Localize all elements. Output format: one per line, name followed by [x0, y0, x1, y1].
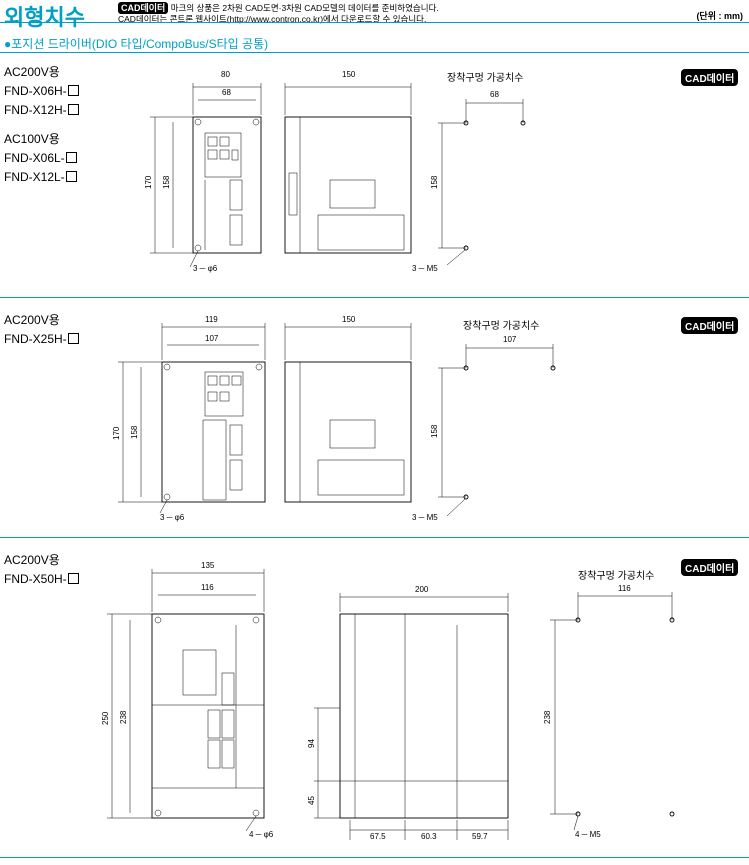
- side-view-body: [284, 361, 412, 503]
- side-view-body: [339, 613, 509, 819]
- subtitle-divider: [0, 52, 749, 53]
- section-divider: [0, 857, 749, 858]
- dim-height-inner: 158: [162, 175, 171, 189]
- drawing-section-1: 80 68 170 158 3 ─ φ6 150 68 158 3 ─ M5: [144, 70, 526, 273]
- model-code: FND-X06L-: [4, 149, 79, 168]
- model-voltage: AC200V용: [4, 313, 60, 327]
- dim-depth-3: 59.7: [472, 832, 488, 841]
- drawing-section-2: 119 107 170 158 3 ─ φ6 150 107 158 3 ─ M…: [112, 315, 556, 522]
- unit-label: (단위 : mm): [696, 11, 743, 21]
- model-voltage: AC200V용: [4, 65, 60, 79]
- cad-data-button[interactable]: CAD데이터: [681, 69, 739, 86]
- note-line-1: 마크의 상품은 2차원 CAD도면·3차원 CAD모델의 데이터를 준비하였습니…: [170, 3, 439, 13]
- page-title: 외형치수: [4, 5, 85, 30]
- mount-dim-height: 158: [430, 424, 439, 438]
- mount-hole-title: 장착구멍 가공치수: [447, 73, 524, 84]
- dim-width-outer: 119: [205, 315, 218, 324]
- model-code: FND-X06H-: [4, 82, 79, 101]
- drawing-section-3: 135 116 250 238 4 ─ φ6 200 94 45 67.5 60…: [101, 561, 675, 841]
- dim-height-outer: 250: [101, 711, 110, 725]
- dim-hole-spec: 4 ─ φ6: [249, 830, 274, 839]
- model-voltage: AC200V용: [4, 553, 60, 567]
- dim-side-94: 94: [307, 739, 316, 748]
- model-code: FND-X25H-: [4, 330, 79, 349]
- dim-hole-spec: 3 ─ φ6: [160, 513, 185, 522]
- dim-depth: 150: [342, 70, 356, 79]
- front-view-body: [192, 116, 262, 254]
- dim-width-inner: 116: [201, 583, 214, 592]
- note-line-2: CAD데이터는 콘트론 웹사이트(http://www.contron.co.k…: [118, 14, 427, 24]
- section-subtitle: ●포지션 드라이버(DIO 타입/CompoBus/S타입 공통): [4, 37, 269, 51]
- mount-dim-width: 116: [618, 584, 631, 593]
- mount-hole-title: 장착구멍 가공치수: [463, 321, 540, 332]
- mount-hole-spec: 4 ─ M5: [575, 830, 601, 839]
- mount-dim-height: 238: [543, 710, 552, 724]
- model-code: FND-X12L-: [4, 168, 79, 187]
- dim-depth: 200: [415, 585, 429, 594]
- model-list-1: AC200V용 FND-X06H- FND-X12H- AC100V용 FND-…: [4, 63, 79, 187]
- dim-width-outer: 135: [201, 561, 215, 570]
- dim-depth: 150: [342, 315, 356, 324]
- model-code: FND-X50H-: [4, 570, 79, 589]
- mount-hole-spec: 3 ─ M5: [412, 264, 438, 273]
- cad-notes: CAD데이터 마크의 상품은 2차원 CAD도면·3차원 CAD모델의 데이터를…: [118, 2, 439, 24]
- side-view-body: [284, 116, 412, 254]
- cad-data-badge: CAD데이터: [118, 2, 169, 14]
- cad-data-button[interactable]: CAD데이터: [681, 317, 739, 334]
- header-divider: [0, 22, 749, 23]
- front-view-body: [151, 613, 265, 819]
- model-list-3: AC200V용 FND-X50H-: [4, 551, 79, 589]
- dim-height-outer: 170: [144, 175, 153, 189]
- section-divider: [0, 537, 749, 538]
- cad-data-button[interactable]: CAD데이터: [681, 559, 739, 576]
- model-voltage: AC100V용: [4, 132, 60, 146]
- model-list-2: AC200V용 FND-X25H-: [4, 311, 79, 349]
- front-view-body: [161, 361, 266, 503]
- mount-dim-height: 158: [430, 175, 439, 189]
- mount-hole-title: 장착구멍 가공치수: [578, 571, 655, 582]
- dim-width-inner: 107: [205, 334, 219, 343]
- dim-height-inner: 158: [130, 425, 139, 439]
- mount-dim-width: 68: [490, 90, 499, 99]
- dim-height-outer: 170: [112, 426, 121, 440]
- dim-depth-1: 67.5: [370, 832, 386, 841]
- dim-width-inner: 68: [222, 88, 231, 97]
- dim-depth-2: 60.3: [421, 832, 437, 841]
- dim-width-outer: 80: [221, 70, 230, 79]
- dim-hole-spec: 3 ─ φ6: [193, 264, 218, 273]
- mount-hole-spec: 3 ─ M5: [412, 513, 438, 522]
- mount-dim-width: 107: [503, 335, 517, 344]
- model-code: FND-X12H-: [4, 101, 79, 120]
- dim-side-45: 45: [307, 796, 316, 805]
- dim-height-inner: 238: [119, 710, 128, 724]
- section-divider: [0, 297, 749, 298]
